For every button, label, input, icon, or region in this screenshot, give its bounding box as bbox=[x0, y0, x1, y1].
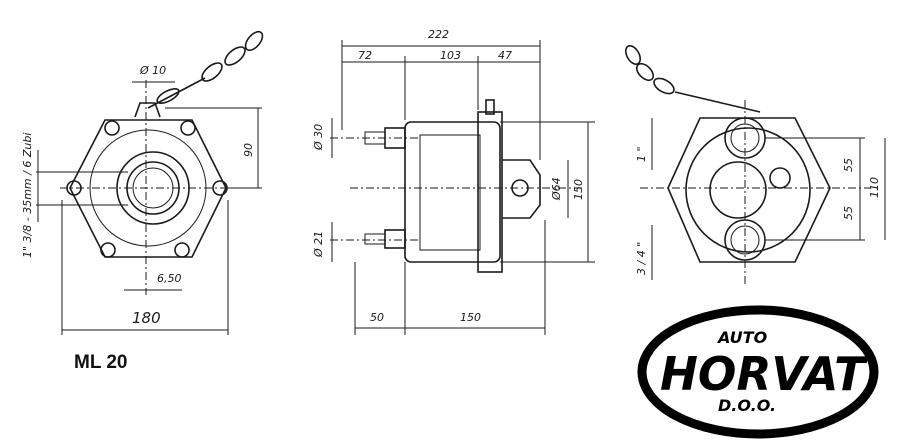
front-view: Ø 10 90 1" 3/8 - 35mm / 6 Zubi 6,50 180 bbox=[21, 30, 264, 335]
pin-lug bbox=[134, 102, 161, 118]
logo-line3: D.O.O. bbox=[718, 396, 776, 415]
pin-diameter-label: Ø 10 bbox=[139, 64, 166, 77]
upper-55-label: 55 bbox=[842, 158, 855, 172]
flange-plate bbox=[477, 111, 503, 273]
logo-line2: HORVAT bbox=[660, 347, 869, 401]
model-label: ML 20 bbox=[74, 352, 128, 373]
logo-line1: AUTO bbox=[716, 328, 768, 347]
height-150-label: 150 bbox=[572, 179, 585, 200]
port-3-4in-label: 3 / 4 " bbox=[635, 242, 648, 275]
total-110-label: 110 bbox=[868, 177, 881, 198]
offset-label: 6,50 bbox=[157, 272, 182, 285]
chain-icon bbox=[147, 30, 264, 109]
pin bbox=[485, 99, 495, 115]
height-90-label: 90 bbox=[242, 143, 255, 157]
bottom-port bbox=[330, 229, 420, 249]
pump-body bbox=[404, 121, 501, 263]
auto-horvat-logo: AUTO HORVAT D.O.O. bbox=[637, 305, 879, 439]
hub-diameter-label: Ø64 bbox=[550, 177, 563, 201]
bottom-50-label: 50 bbox=[370, 311, 384, 324]
shaft-spec-label: 1" 3/8 - 35mm / 6 Zubi bbox=[21, 133, 34, 258]
length-222-label: 222 bbox=[428, 28, 449, 41]
bolt-holes bbox=[66, 120, 228, 258]
chain-icon bbox=[624, 45, 761, 113]
port-top-diameter: Ø 30 bbox=[312, 124, 325, 151]
hub bbox=[709, 161, 767, 219]
port-bottom-diameter: Ø 21 bbox=[312, 231, 325, 258]
side-view: 222 72 103 47 Ø 30 Ø 21 Ø64 150 50 150 bbox=[312, 28, 595, 335]
body-circle bbox=[685, 127, 811, 253]
top-port bbox=[330, 127, 420, 149]
seg-72-label: 72 bbox=[358, 49, 372, 62]
hex-flange bbox=[667, 117, 831, 263]
seg-103-label: 103 bbox=[440, 49, 461, 62]
body-inner bbox=[419, 134, 481, 251]
bottom-150-label: 150 bbox=[460, 311, 481, 324]
seg-47-label: 47 bbox=[498, 49, 512, 62]
lower-55-label: 55 bbox=[842, 206, 855, 220]
rear-view: 55 55 110 1 " 3 / 4 " bbox=[624, 45, 886, 285]
width-180-label: 180 bbox=[132, 309, 161, 327]
hub bbox=[502, 159, 541, 219]
port-1in-label: 1 " bbox=[635, 146, 648, 162]
